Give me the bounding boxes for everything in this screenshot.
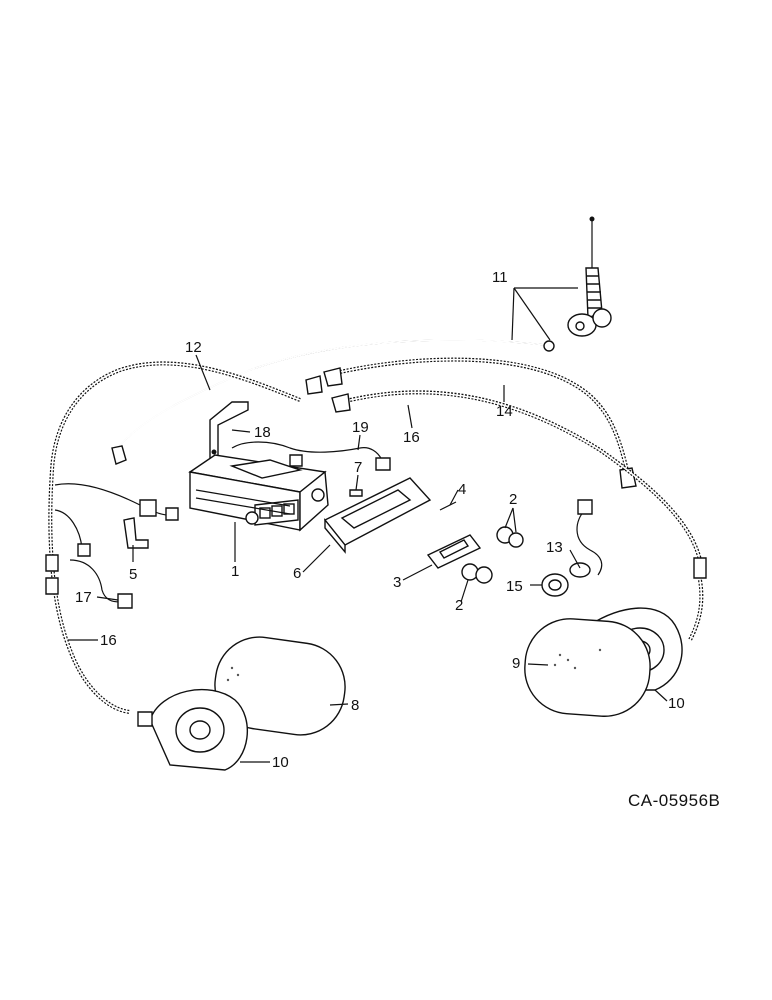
callout-15: 15	[506, 578, 523, 595]
harness-left-loop	[48, 361, 301, 714]
leader-lines	[68, 287, 668, 763]
callout-19: 19	[352, 419, 369, 436]
mounting-plate	[323, 477, 432, 554]
trim-plate	[426, 534, 482, 569]
screw-7	[349, 489, 363, 497]
knob-lower	[461, 563, 493, 584]
callout-18: 18	[254, 424, 271, 441]
callout-16-lower: 16	[100, 632, 117, 649]
callout-1: 1	[231, 563, 239, 580]
antenna	[567, 216, 612, 337]
nut	[541, 573, 569, 597]
power-lead-wire	[69, 559, 133, 609]
radio-unit	[188, 454, 329, 532]
knob-upper	[496, 526, 524, 548]
screw-4	[439, 501, 457, 511]
callout-14: 14	[496, 403, 513, 420]
harness-upper	[305, 357, 637, 489]
callout-16-upper: 16	[403, 429, 420, 446]
speaker-left	[137, 636, 346, 771]
callout-2-upper: 2	[509, 491, 517, 508]
harness-main-loop	[331, 390, 707, 641]
mounting-bracket-rear	[209, 401, 249, 461]
callout-2-lower: 2	[455, 597, 463, 614]
callout-12: 12	[185, 339, 202, 356]
callout-11: 11	[492, 269, 508, 286]
harness-radio-branch	[45, 483, 179, 595]
callout-10-right: 10	[668, 695, 685, 712]
callout-3: 3	[393, 574, 401, 591]
antenna-lead-cable	[111, 339, 555, 465]
reference-code: CA-05956B	[628, 791, 720, 810]
callout-9: 9	[512, 655, 520, 672]
mounting-bracket-side	[123, 517, 149, 549]
callout-4: 4	[458, 481, 466, 498]
callout-7: 7	[354, 459, 362, 476]
callout-6: 6	[293, 565, 301, 582]
callout-13: 13	[546, 539, 563, 556]
callout-10-left: 10	[272, 754, 289, 771]
speaker-right	[524, 607, 683, 717]
callout-8: 8	[351, 697, 359, 714]
callout-17: 17	[75, 589, 92, 606]
speaker-lead-wire	[231, 441, 391, 471]
callout-5: 5	[129, 566, 137, 583]
switch-harness	[569, 499, 603, 578]
callouts: 11 12 14 16 18 19 7 4 2 13 5 1 6 3 15 17…	[75, 269, 685, 771]
